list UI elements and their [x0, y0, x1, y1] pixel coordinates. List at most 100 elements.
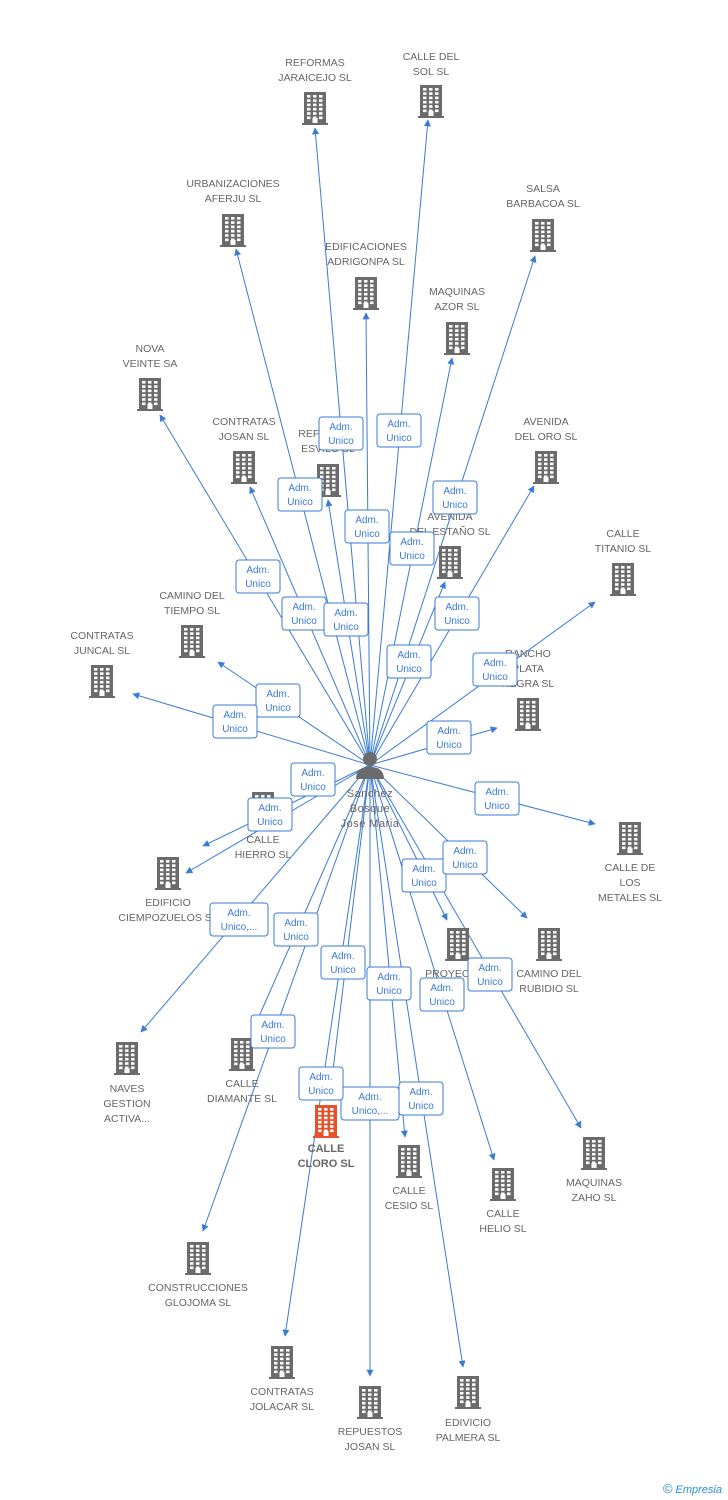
- edge-label-naves-gestion[interactable]: Adm.Unico,...: [209, 902, 269, 937]
- building-icon: [185, 1242, 211, 1275]
- edge-label-calle-titanio[interactable]: Adm.Unico: [472, 652, 518, 687]
- edge-label-text: Unico: [452, 860, 478, 871]
- edge-label-text: Unico: [245, 579, 271, 590]
- node-label-line: EDIFICIO: [145, 897, 191, 909]
- edge-label-calle-hierro[interactable]: Adm.Unico: [247, 797, 293, 832]
- node-label-line: NOVA: [136, 343, 165, 355]
- edge-label-text: Unico: [408, 1101, 434, 1112]
- edge-label-calle-cesio[interactable]: Adm.Unico,...: [340, 1086, 400, 1121]
- edge-label-text: Adm.: [387, 419, 410, 430]
- edge-label-avenida-del-estano[interactable]: Adm.Unico: [386, 644, 432, 679]
- node-label-line: HELIO SL: [479, 1223, 526, 1235]
- building-icon: [530, 219, 556, 252]
- node-label-line: METALES SL: [598, 892, 662, 904]
- node-label-line: TITANIO SL: [595, 543, 652, 555]
- edge-label-text: Adm.: [246, 565, 269, 576]
- building-icon: [302, 92, 328, 125]
- building-icon: [313, 1105, 339, 1138]
- edge-label-contratas-juncal[interactable]: Adm.Unico: [212, 704, 258, 739]
- edge-label-reformas-esvil[interactable]: Adm.Unico: [323, 602, 369, 637]
- building-icon: [533, 451, 559, 484]
- edge-label-repuestos-josan[interactable]: Adm.Unico: [366, 966, 412, 1001]
- center-person-name-line: Jose Maria: [341, 818, 400, 830]
- edge-label-text: Unico: [444, 616, 470, 627]
- edge-label-text: Adm.: [309, 1072, 332, 1083]
- edge-label-text: Adm.: [227, 908, 250, 919]
- node-label-line: PLATA: [512, 663, 544, 675]
- edge-label-maquinas-zaho[interactable]: Adm.Unico: [467, 957, 513, 992]
- edge-label-proyectos[interactable]: Adm.Unico: [401, 858, 447, 893]
- edge-label-calle-del-sol[interactable]: Adm.Unico: [376, 413, 422, 448]
- building-icon: [444, 322, 470, 355]
- edge-label-edificaciones-adrigonpa[interactable]: Adm.Unico: [344, 509, 390, 544]
- edge-label-avenida-del-oro[interactable]: Adm.Unico: [434, 596, 480, 631]
- node-label-line: GESTION: [103, 1098, 150, 1110]
- edge-label-text: Unico: [287, 497, 313, 508]
- edge-labels-layer: Adm.UnicoAdm.UnicoAdm.UnicoAdm.UnicoAdm.…: [209, 413, 520, 1121]
- node-label-line: EDIFICACIONES: [325, 241, 407, 253]
- copyright-icon: ©: [662, 1481, 673, 1496]
- node-label-line: JUNCAL SL: [74, 645, 130, 657]
- node-label-line: CALLE: [225, 1078, 258, 1090]
- edge-label-text: Adm.: [412, 864, 435, 875]
- node-label-line: ACTIVA...: [104, 1113, 150, 1125]
- edge-label-salsa-barbacoa[interactable]: Adm.Unico: [432, 480, 478, 515]
- edge-label-calle-diamante[interactable]: Adm.Unico: [273, 912, 319, 947]
- edge-label-urbanizaciones-aferju[interactable]: Adm.Unico: [277, 477, 323, 512]
- edge-maquinas-zaho: [369, 764, 582, 1129]
- edge-label-calle-helio[interactable]: Adm.Unico: [419, 977, 465, 1012]
- building-icon: [610, 563, 636, 596]
- node-label-line: NAVES: [110, 1083, 145, 1095]
- edge-label-text: Unico,...: [352, 1106, 389, 1117]
- edge-label-maquinas-azor[interactable]: Adm.Unico: [389, 531, 435, 566]
- edge-label-camino-del-rubidio[interactable]: Adm.Unico: [442, 840, 488, 875]
- edge-label-text: Unico: [376, 986, 402, 997]
- edge-label-edivicio-palmera[interactable]: Adm.Unico: [398, 1081, 444, 1116]
- node-naves-gestion[interactable]: NAVES GESTION ACTIVA...: [103, 1042, 151, 1125]
- node-label-line: JOSAN SL: [219, 431, 270, 443]
- edge-label-edificio-ciempozuelos[interactable]: Adm.Unico: [290, 762, 336, 797]
- edge-label-reformas-jaraicejo[interactable]: Adm.Unico: [318, 416, 364, 451]
- edge-label-contratas-josan[interactable]: Adm.Unico: [281, 596, 327, 631]
- node-label-line: MAQUINAS: [429, 286, 485, 298]
- edge-label-calle-cloro[interactable]: Adm.Unico: [320, 945, 366, 980]
- edge-label-text: Adm.: [331, 951, 354, 962]
- edge-label-calle-de-los-metales[interactable]: Adm.Unico: [474, 781, 520, 816]
- edge-label-construcciones-glojoma[interactable]: Adm.Unico: [250, 1014, 296, 1049]
- building-icon: [357, 1386, 383, 1419]
- edge-label-text: Adm.: [301, 768, 324, 779]
- building-icon: [617, 822, 643, 855]
- edge-label-rancho-plata[interactable]: Adm.Unico: [426, 720, 472, 755]
- edge-calle-helio: [369, 764, 496, 1161]
- edge-label-nova-veinte[interactable]: Adm. Unico: [235, 559, 281, 594]
- edge-label-camino-del-tiempo[interactable]: Adm.Unico: [255, 683, 301, 718]
- edge-label-contratas-jolacar[interactable]: Adm.Unico: [298, 1066, 344, 1101]
- node-label-line: URBANIZACIONES: [186, 178, 279, 190]
